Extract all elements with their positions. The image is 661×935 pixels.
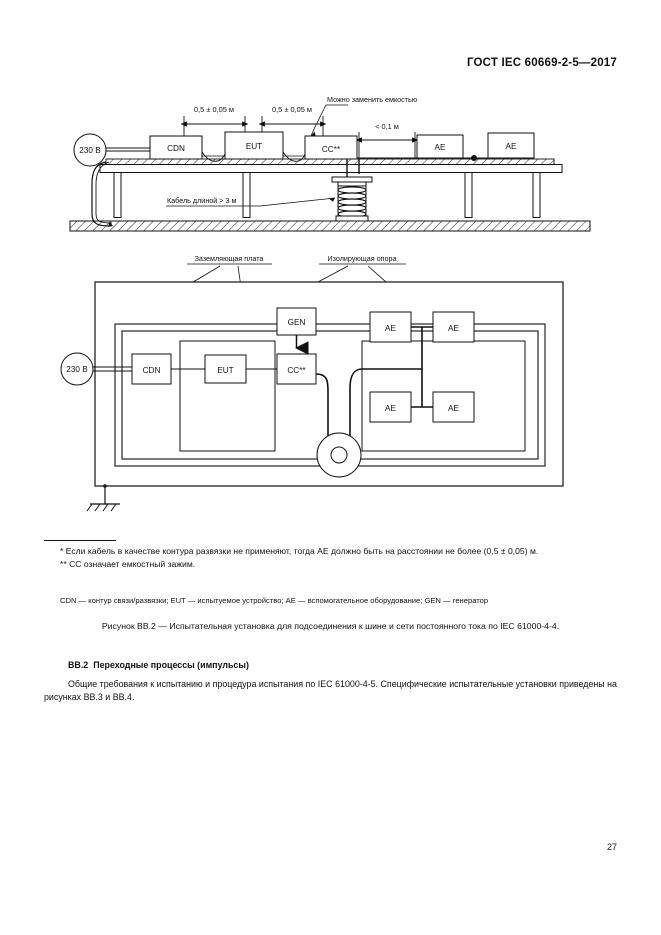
table-leg-far-right [532,172,541,218]
note-replace-with-capacitor: Можно заменить емкостью [327,95,418,104]
box-ae-bottom-3-label: AE [385,404,396,413]
footnote-separator-rule [44,540,116,541]
box-cc-label: CC** [322,145,341,154]
table-leg-mid [242,172,251,218]
footnote-1: * Если кабель в качестве контура развязк… [60,546,539,556]
box-eut-label: EUT [246,142,262,151]
box-ae-1: AE [416,134,464,159]
box-cdn: CDN [149,135,203,160]
label-insulating-support: Изолирующая опора [327,254,396,263]
label-ground-plate: Заземляющая плата [195,254,264,263]
power-source-230v: 230 В [73,133,150,167]
table-leg-right [464,172,473,218]
ground-reference-plane-top [105,158,555,165]
dimension-right [355,132,419,158]
table-top [99,164,563,173]
section-title: Переходные процессы (импульсы) [93,660,249,670]
dimension-left-label: 0,5 ± 0,05 м [194,105,234,114]
box-ae-2-label: AE [506,142,517,151]
figure-caption: Рисунок ВВ.2 — Испытательная установка д… [101,621,560,631]
section-heading: ВВ.2 Переходные процессы (импульсы) [68,660,249,670]
box-ae-1-label: AE [435,143,446,152]
box-cc-bottom-label: CC** [287,366,306,375]
box-cc-bottom: CC** [276,353,317,385]
document-header-title: ГОСТ IEC 60669-2-5—2017 [466,57,617,69]
power-source-label-bottom: 230 В [66,365,88,374]
power-source-label: 230 В [79,146,101,155]
figure-bb2-side-view: 0,5 ± 0,05 м 0,5 ± 0,05 м < 0,1 м Можно … [69,92,591,237]
page-number: 27 [606,842,617,852]
dimension-mid-label: 0,5 ± 0,05 м [272,105,312,114]
coil-plate-lower [335,215,369,222]
box-ae-bottom-4-label: AE [448,404,459,413]
box-ae-bottom-1: AE [369,311,412,343]
cable-coil-top-view [316,432,362,478]
footnote-2: ** CC означает емкостный зажим. [60,559,196,570]
box-eut: EUT [224,131,284,160]
coil-plate-upper-2 [337,181,367,187]
box-ae-2: AE [487,132,535,159]
section-number: ВВ.2 [68,660,89,670]
figure-bb2-top-view: Заземляющая плата Изолирующая опора [60,252,590,527]
coiled-cable [337,186,367,218]
box-eut-bottom-label: EUT [217,366,233,375]
box-ae-bottom-2-label: AE [448,324,459,333]
abbreviations-line: CDN — контур связи/развязки; EUT — испыт… [60,596,489,605]
dimension-right-label: < 0,1 м [375,122,399,131]
box-ae-bottom-3: AE [369,391,412,423]
box-ae-bottom-1-label: AE [385,324,396,333]
box-ae-bottom-4: AE [432,391,475,423]
footnotes-block: * Если кабель в качестве контура развязк… [44,545,617,571]
box-cc: CC** [304,135,358,160]
box-gen: GEN [276,307,317,336]
box-ae-bottom-2: AE [432,311,475,343]
ground-symbol [86,484,120,512]
floor-ground-plane [69,220,591,232]
box-cdn-bottom-label: CDN [143,366,161,375]
table-leg-left [113,172,122,218]
box-gen-label: GEN [288,318,306,327]
box-cdn-label: CDN [167,144,185,153]
note-cable-length: Кабель длиной > 3 м [167,196,236,205]
power-source-230v-bottom: 230 В [60,352,132,386]
box-cdn-bottom: CDN [131,353,172,385]
box-eut-bottom: EUT [204,354,247,384]
section-paragraph: Общие требования к испытанию и процедура… [44,679,617,703]
coil-plate-upper [331,176,373,183]
